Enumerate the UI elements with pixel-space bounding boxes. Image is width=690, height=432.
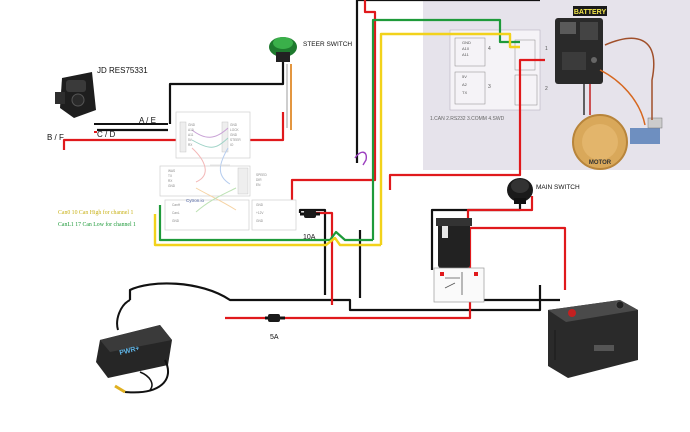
svg-text:GND: GND xyxy=(462,40,471,45)
svg-text:4: 4 xyxy=(488,46,491,52)
relay xyxy=(433,218,485,303)
svg-text:GND: GND xyxy=(188,123,196,127)
connector-panel xyxy=(159,111,297,231)
svg-text:GND: GND xyxy=(256,219,264,223)
svg-text:CanL: CanL xyxy=(172,211,180,215)
sensor-pin-cd: C / D xyxy=(97,130,115,139)
can-low-note: CanL1 17 Can Low for channel 1 xyxy=(58,221,136,228)
svg-text:STEER: STEER xyxy=(230,138,241,142)
svg-text:WAS: WAS xyxy=(168,169,175,173)
fuse-5a-label: 5A xyxy=(270,334,279,341)
svg-text:IO: IO xyxy=(230,143,234,147)
svg-text:GND: GND xyxy=(168,184,176,188)
svg-text:GND: GND xyxy=(172,219,180,223)
svg-text:A11: A11 xyxy=(462,52,470,57)
svg-text:+12V: +12V xyxy=(256,211,264,215)
fuse-10a-label: 10A xyxy=(303,234,316,241)
steer-switch-label: STEER SWITCH xyxy=(303,41,352,48)
main-switch-label: MAIN SWITCH xyxy=(536,184,580,191)
svg-text:EN: EN xyxy=(256,183,261,187)
svg-text:GND: GND xyxy=(256,203,264,207)
sensor-pin-bf: B / F xyxy=(47,133,64,142)
controller-board-photo: GND A10 A11 5V A2 TX 4 3 1 2 1.CAN 2.RS2… xyxy=(423,0,690,170)
position-sensor xyxy=(55,72,96,118)
svg-text:DIR: DIR xyxy=(256,178,262,182)
adapter-brand: PWR+ xyxy=(119,345,141,357)
svg-text:2: 2 xyxy=(545,86,548,92)
svg-text:A10: A10 xyxy=(188,128,194,132)
motor-label: MOTOR xyxy=(589,160,612,166)
sensor-pin-ae: A / E xyxy=(139,116,156,125)
car-battery xyxy=(548,300,638,378)
svg-text:GND: GND xyxy=(230,133,238,137)
connector-label: Cytron.io xyxy=(186,198,205,203)
battery-tag-label: BATTERY xyxy=(574,9,607,16)
svg-text:A11: A11 xyxy=(188,133,194,137)
svg-text:A10: A10 xyxy=(462,46,470,51)
svg-text:TX: TX xyxy=(168,174,173,178)
svg-text:A2: A2 xyxy=(462,82,468,87)
green-wire xyxy=(158,18,520,242)
fuse-10a xyxy=(300,210,320,218)
svg-text:TX: TX xyxy=(462,90,467,95)
sensor-label: JD RES75331 xyxy=(97,66,148,75)
power-adapter xyxy=(96,299,172,394)
board-bottom-text: 1.CAN 2.RS232 3.COMM 4.SWD xyxy=(430,116,505,122)
svg-text:CanH: CanH xyxy=(172,203,181,207)
svg-text:5V: 5V xyxy=(462,74,467,79)
purple-wire xyxy=(354,151,368,166)
svg-text:RX: RX xyxy=(188,143,193,147)
yellow-wire xyxy=(153,32,520,247)
svg-text:5V: 5V xyxy=(188,138,193,142)
svg-text:LOCK: LOCK xyxy=(230,128,240,132)
main-switch xyxy=(507,178,533,204)
svg-text:RX: RX xyxy=(168,179,173,183)
steer-switch xyxy=(269,37,297,62)
svg-text:GND: GND xyxy=(230,123,238,127)
svg-text:SPEED: SPEED xyxy=(256,173,268,177)
can-high-note: Can0 10 Can High for channel 1 xyxy=(58,209,133,216)
fuse-5a xyxy=(265,314,285,322)
svg-text:1: 1 xyxy=(545,46,548,52)
svg-text:3: 3 xyxy=(488,84,491,90)
orange-wire xyxy=(286,64,292,130)
